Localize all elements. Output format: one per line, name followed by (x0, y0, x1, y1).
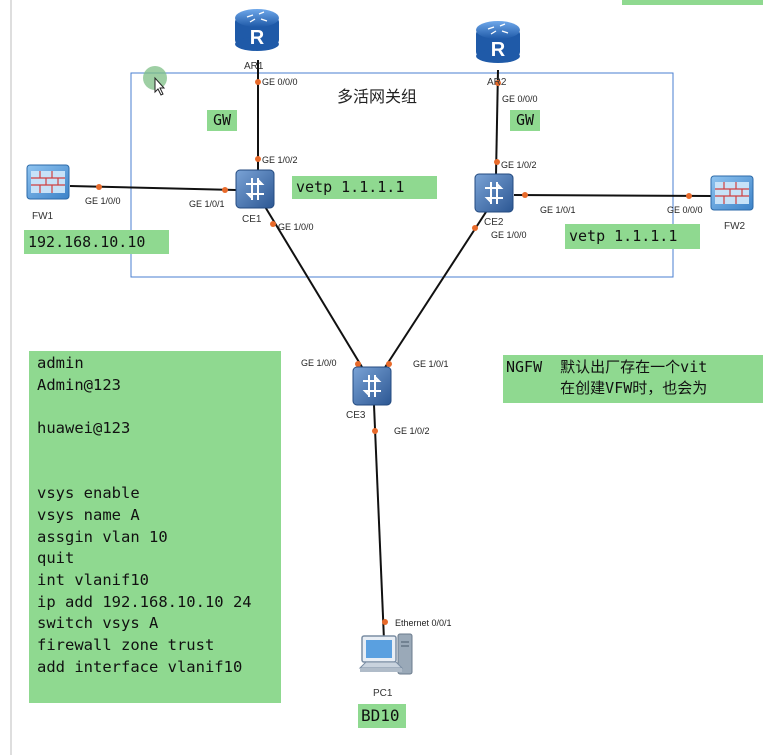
link-fw1-ce1 (69, 185, 237, 191)
config-line (37, 396, 281, 418)
note-gw-right: GW (510, 110, 540, 131)
port-dot (96, 184, 102, 190)
device-name-ce1: CE1 (242, 214, 262, 225)
switch-icon[interactable] (352, 366, 392, 406)
note-vetp-right: vetp 1.1.1.1 (565, 224, 700, 249)
config-line: int vlanif10 (37, 570, 149, 589)
port-dot (372, 428, 378, 434)
config-line: switch vsys A (37, 614, 159, 633)
port-label: GE 1/0/2 (501, 160, 537, 170)
config-line: Admin@123 (37, 375, 121, 394)
device-name-fw1: FW1 (32, 211, 54, 222)
config-line: huawei@123 (37, 419, 131, 438)
mouse-cursor (140, 66, 170, 96)
group-title: 多活网关组 (337, 87, 418, 106)
port-label: GE 1/0/2 (262, 155, 298, 165)
port-label: GE 1/0/0 (278, 222, 314, 232)
link-ce1-ce3 (263, 204, 366, 373)
device-name-fw2: FW2 (724, 221, 746, 232)
note-gw-left: GW (207, 110, 237, 131)
config-line: firewall zone trust (37, 635, 215, 654)
port-dot (386, 361, 392, 367)
pc-icon[interactable] (358, 633, 413, 675)
device-name-ce3: CE3 (346, 410, 366, 421)
config-line: assgin vlan 10 (37, 527, 168, 546)
router-icon[interactable]: R (235, 9, 279, 51)
port-dot (355, 361, 361, 367)
port-dot (270, 221, 276, 227)
port-label: GE 1/0/1 (413, 359, 449, 369)
svg-text:R: R (491, 39, 506, 61)
config-line: vsys name A (37, 505, 140, 524)
port-dot (495, 80, 501, 86)
switch-icon[interactable] (235, 169, 275, 209)
switch-icon[interactable] (474, 173, 514, 213)
device-name-ar1: AR1 (244, 61, 264, 72)
note-fw1-ip: 192.168.10.10 (24, 230, 169, 254)
link-ce2-ce3 (381, 211, 487, 373)
port-label: GE 1/0/2 (394, 426, 430, 436)
note-ngfw-line2: 在创建VFW时，也会为 (506, 379, 708, 397)
link-ar2-ce2 (495, 69, 499, 176)
port-dot (255, 156, 261, 162)
port-label: GE 0/0/0 (262, 77, 298, 87)
firewall-icon[interactable] (710, 175, 754, 211)
config-line (37, 440, 281, 462)
note-vetp-center: vetp 1.1.1.1 (292, 176, 437, 199)
port-dot (472, 225, 478, 231)
config-line: admin (37, 354, 84, 372)
port-dot (382, 619, 388, 625)
config-line (37, 461, 281, 483)
device-name-pc1: PC1 (373, 688, 393, 699)
note-bd10: BD10 (358, 704, 406, 728)
port-dots (96, 79, 692, 625)
gateway-group-box (130, 72, 674, 278)
port-dot (686, 193, 692, 199)
link-ce2-fw2 (513, 194, 713, 197)
note-ngfw-line1: NGFW 默认出厂存在一个vit (506, 358, 708, 376)
port-dot (255, 79, 261, 85)
router-icon[interactable]: R (476, 21, 520, 63)
config-line: quit (37, 549, 75, 568)
port-dot (494, 159, 500, 165)
links (69, 60, 713, 641)
port-label: GE 1/0/1 (540, 205, 576, 215)
config-line: add interface vlanif10 (37, 657, 243, 676)
config-line: vsys enable (37, 484, 140, 503)
top-right-note-strip (622, 0, 763, 5)
port-dot (222, 187, 228, 193)
port-label: GE 1/0/0 (301, 358, 337, 368)
device-name-ar2: AR2 (487, 77, 507, 88)
port-label: GE 1/0/1 (189, 199, 225, 209)
link-ce3-pc1 (373, 404, 385, 641)
note-ngfw: NGFW 默认出厂存在一个vit 在创建VFW时，也会为 (503, 355, 763, 403)
config-line: ip add 192.168.10.10 24 (37, 592, 252, 611)
port-label: GE 0/0/0 (667, 205, 703, 215)
port-label: Ethernet 0/0/1 (395, 618, 452, 628)
port-dot (522, 192, 528, 198)
port-label: GE 1/0/0 (85, 196, 121, 206)
svg-text:R: R (250, 27, 265, 49)
device-name-ce2: CE2 (484, 217, 504, 228)
firewall-icon[interactable] (26, 164, 70, 200)
port-label: GE 1/0/0 (491, 230, 527, 240)
port-label: GE 0/0/0 (502, 94, 538, 104)
